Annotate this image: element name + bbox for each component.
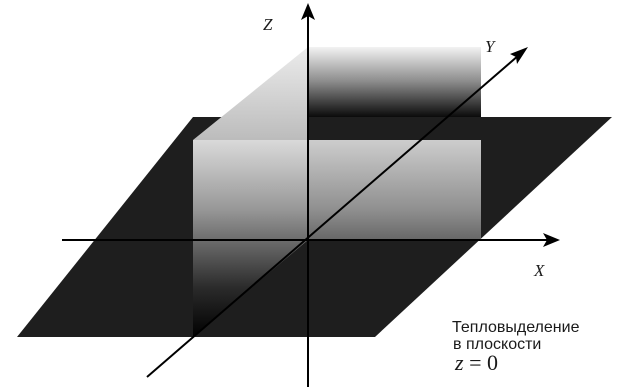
axes	[62, 15, 548, 387]
heat-release-caption: Тепловыделение в плоскости z = 0	[452, 319, 580, 375]
z-axis-label: Z	[263, 15, 273, 34]
block-back-face	[308, 47, 481, 117]
caption-equation: z = 0	[452, 350, 579, 375]
z-axis-arrow-icon	[301, 3, 315, 20]
x-axis-label: X	[533, 261, 545, 280]
y-axis-line	[146, 54, 520, 378]
block-front-face	[193, 140, 481, 337]
caption-equals: = 0	[463, 350, 498, 375]
y-axis-arrow-icon	[510, 47, 528, 64]
caption-line-1: Тепловыделение	[452, 319, 580, 336]
caption-line-2: в плоскости	[453, 336, 542, 353]
y-axis-label: Y	[485, 37, 496, 56]
caption-variable: z	[455, 350, 464, 375]
x-axis-arrow-icon	[543, 233, 560, 247]
